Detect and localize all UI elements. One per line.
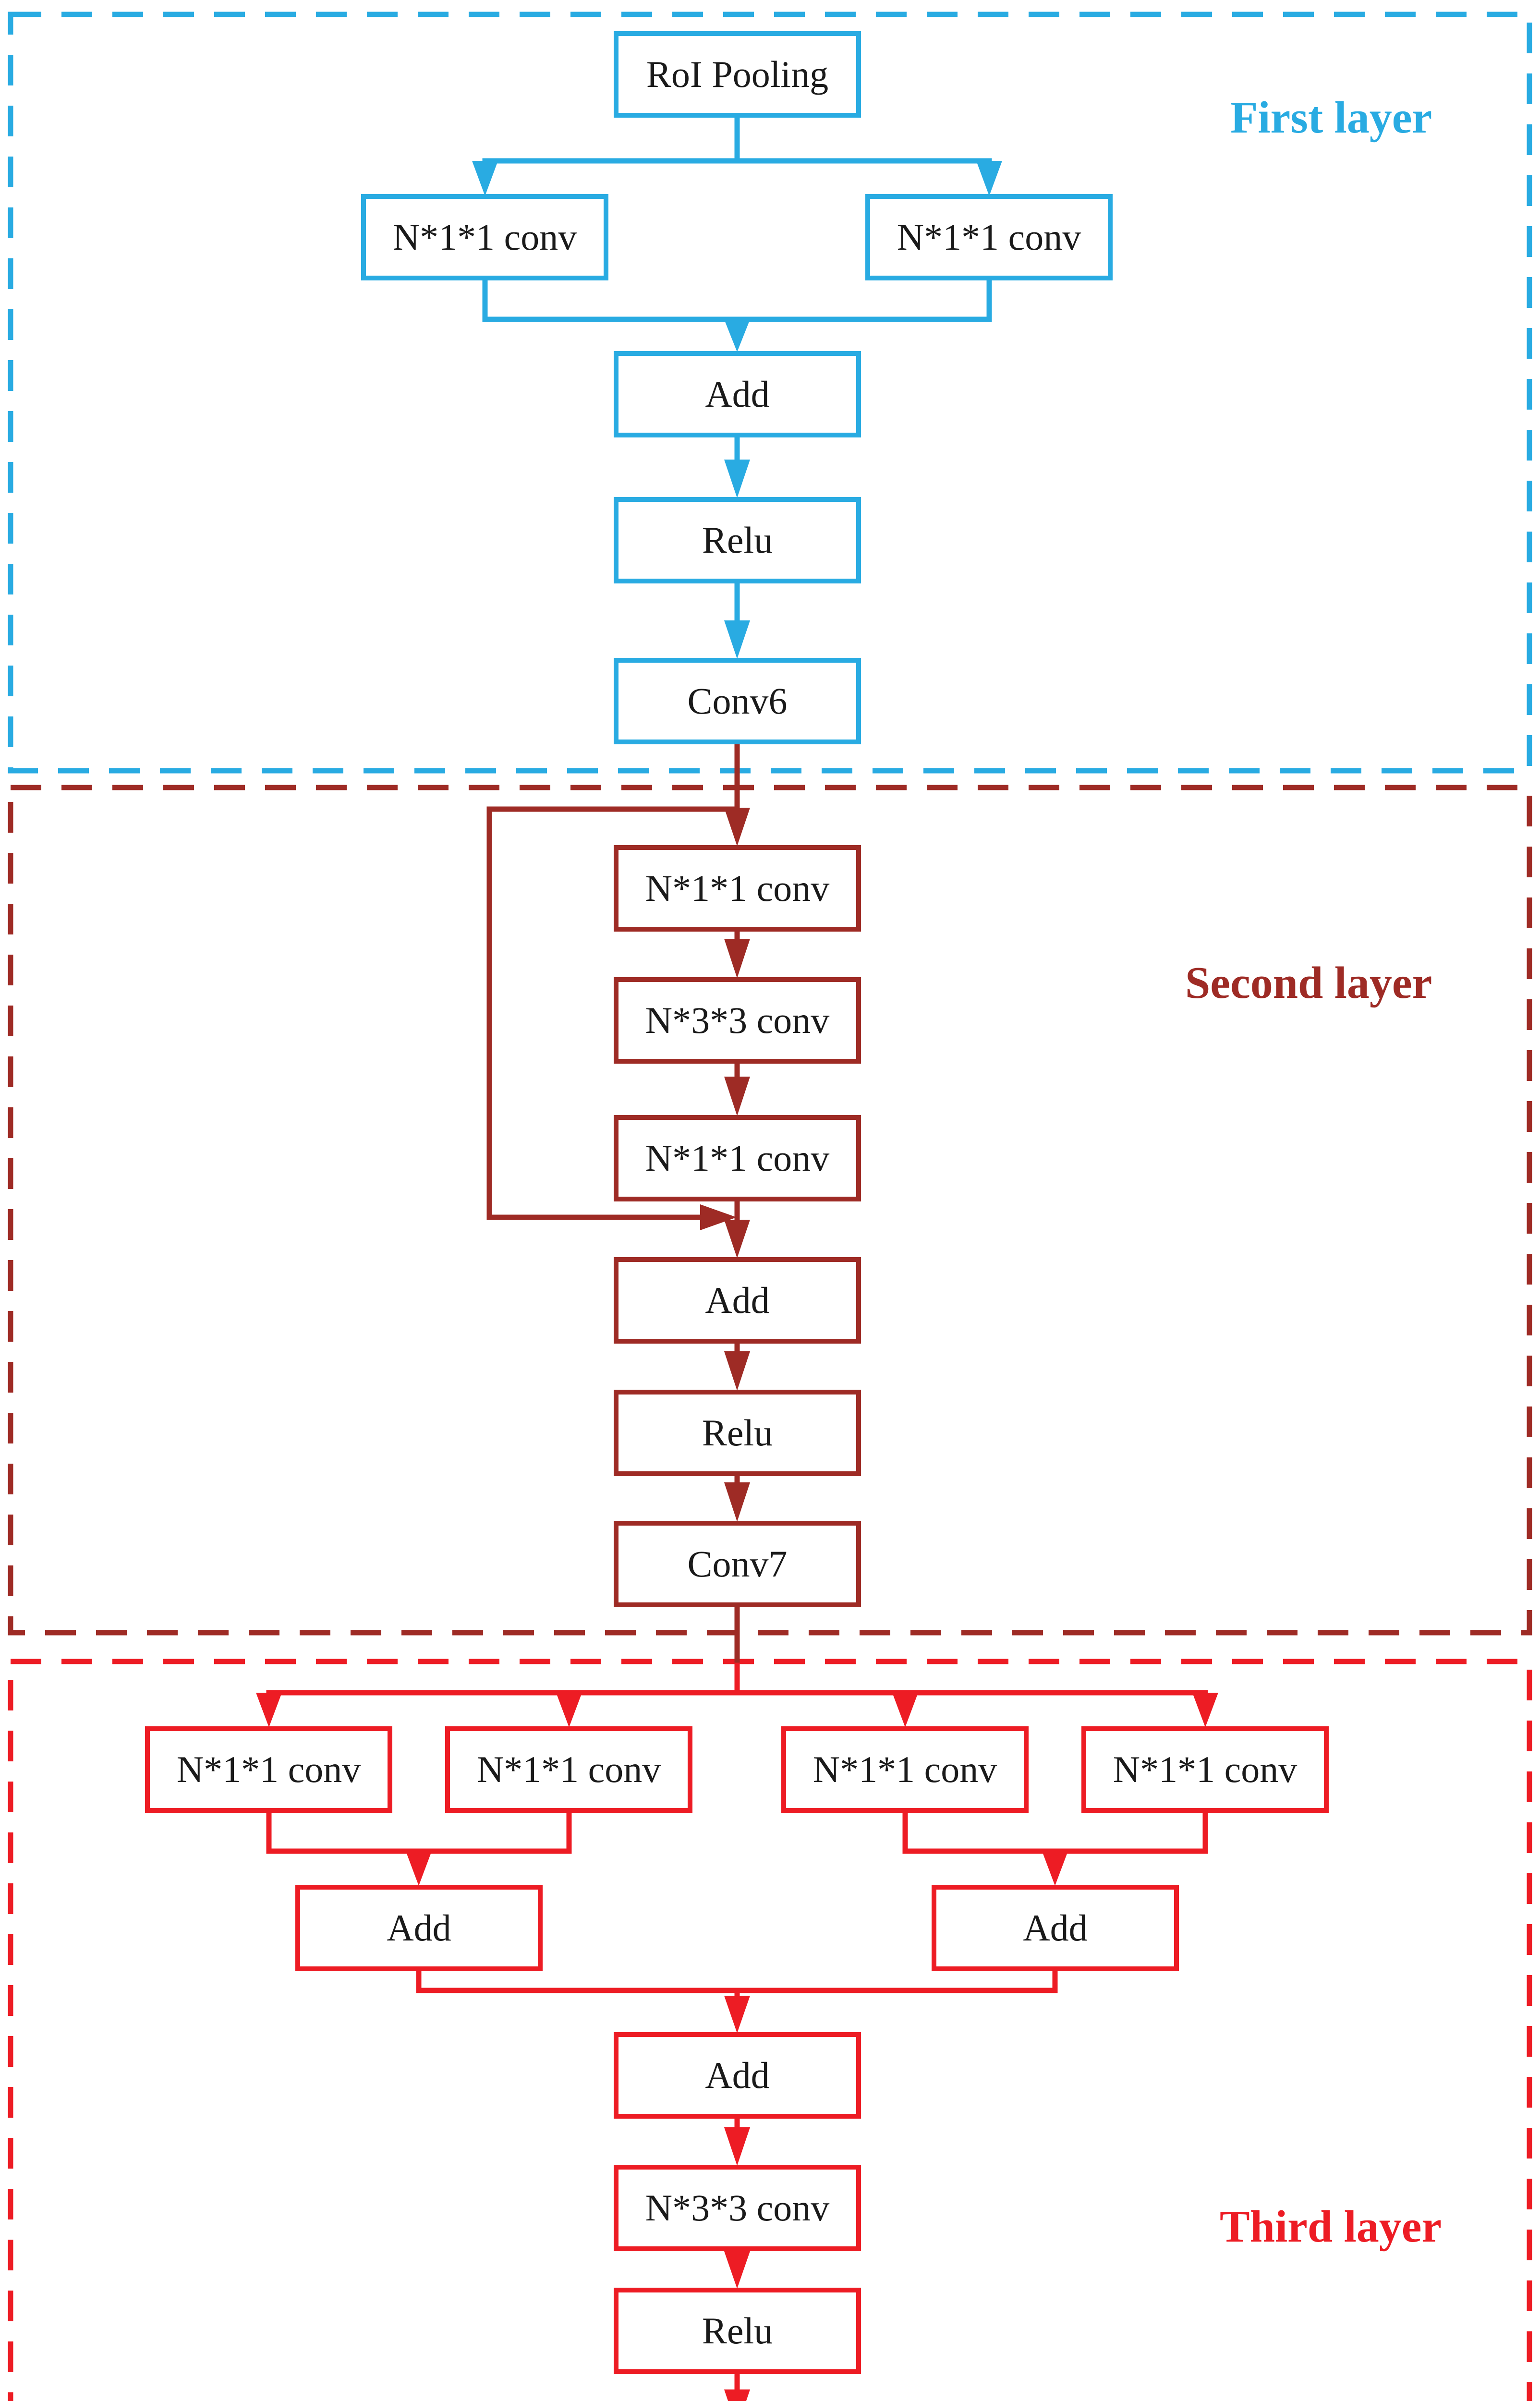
node-l2-relu: Relu [614, 1390, 861, 1476]
node-roi-pooling: RoI Pooling [614, 31, 861, 118]
third-layer-boundary [8, 1659, 1532, 2401]
node-l2-add: Add [614, 1257, 861, 1344]
first-layer-label: First layer [1230, 93, 1432, 143]
arrowhead-into-conv7 [724, 1482, 750, 1522]
node-l2-conv2: N*3*3 conv [614, 977, 861, 1064]
node-conv6: Conv6 [614, 658, 861, 744]
node-l1-conv-right: N*1*1 conv [865, 194, 1113, 280]
line-merge-conv-pair [482, 278, 992, 322]
second-layer-boundary [8, 785, 1532, 1636]
node-l3-conv4: N*1*1 conv [1081, 1726, 1329, 1813]
node-l2-conv1: N*1*1 conv [614, 845, 861, 932]
arrowhead-skip-into-main [700, 1204, 737, 1230]
node-l1-relu: Relu [614, 497, 861, 583]
arrowhead-into-l3-relu [724, 2251, 750, 2289]
node-l2-conv3: N*1*1 conv [614, 1115, 861, 1201]
node-l3-add-right: Add [932, 1885, 1179, 1971]
node-l3-add-left: Add [295, 1885, 543, 1971]
node-l1-conv-left: N*1*1 conv [361, 194, 608, 280]
second-layer-label: Second layer [1185, 958, 1432, 1008]
node-l3-conv3: N*1*1 conv [781, 1726, 1029, 1813]
node-l3-add-center: Add [614, 2032, 861, 2119]
arrowhead-into-l2-conv3 [724, 1077, 750, 1116]
node-l3-conv-3x3: N*3*3 conv [614, 2165, 861, 2251]
line-merge-two-adds [416, 1968, 1058, 1993]
first-layer-boundary [8, 12, 1532, 774]
first-layer-connectors [472, 115, 1002, 659]
arrowhead-into-add-center [724, 1996, 750, 2033]
arrowhead-into-conv6 [724, 620, 750, 659]
arrowhead-into-conv-left [472, 161, 498, 196]
line-merge-right-pair [902, 1810, 1208, 1854]
arrowhead-into-l3-conv1 [256, 1693, 282, 1727]
arrowhead-into-conv-right [976, 161, 1002, 196]
arrowhead-into-l2-add [724, 1220, 750, 1258]
arrowhead-into-l2-relu [724, 1351, 750, 1391]
third-layer-connectors [256, 1662, 1218, 2401]
arrowhead-into-add-left [406, 1851, 432, 1886]
arrowhead-into-add [724, 319, 750, 352]
node-l3-conv1: N*1*1 conv [145, 1726, 392, 1813]
third-layer-label: Third layer [1220, 2202, 1442, 2252]
arrowhead-into-bbox-pred [724, 2389, 750, 2401]
arrowhead-into-relu [724, 460, 750, 498]
arrowhead-into-l2-conv1 [724, 808, 750, 846]
second-layer-connectors [486, 741, 750, 1670]
arrowhead-into-l3-conv2 [556, 1693, 582, 1727]
skip-connection-path [486, 806, 740, 1220]
node-l3-conv2: N*1*1 conv [445, 1726, 692, 1813]
line-merge-left-pair [266, 1810, 572, 1854]
node-l1-add: Add [614, 351, 861, 437]
node-l3-relu: Relu [614, 2288, 861, 2374]
arrowhead-into-l3-conv4 [1192, 1693, 1218, 1727]
arrowhead-into-l3-conv3x3 [724, 2127, 750, 2166]
node-conv7: Conv7 [614, 1521, 861, 1607]
arrowhead-into-l2-conv2 [724, 939, 750, 978]
arrowhead-into-l3-conv3 [892, 1693, 918, 1727]
arrowhead-into-add-right [1042, 1851, 1068, 1886]
